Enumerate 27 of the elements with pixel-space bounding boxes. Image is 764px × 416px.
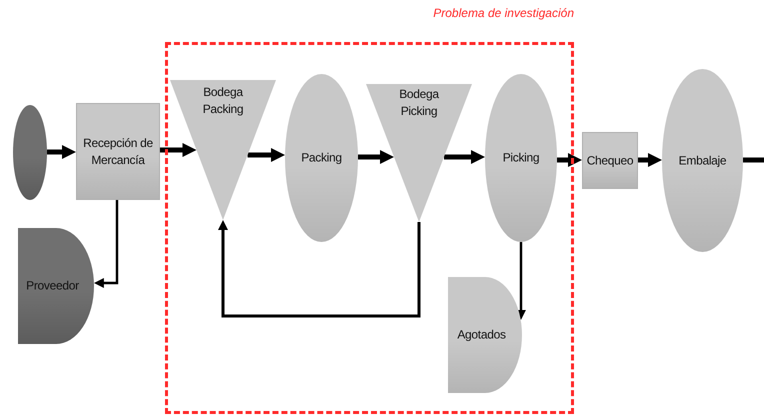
arrow: [358, 150, 394, 164]
storage-triangle: [170, 80, 276, 220]
arrow: [638, 153, 662, 167]
arrow: [444, 150, 485, 164]
arrow: [160, 143, 196, 157]
delay-shape: [18, 228, 94, 344]
arrow: [47, 145, 76, 159]
node-label: Chequeo: [586, 152, 634, 169]
arrow: [248, 148, 285, 162]
arrow: [557, 153, 582, 167]
delay-shape: [448, 277, 522, 393]
arrow: [218, 220, 420, 318]
region-title: Problema de investigación: [433, 6, 574, 20]
arrow: [94, 200, 118, 288]
node-label: Agotados: [456, 326, 507, 344]
connector: [743, 158, 764, 162]
node-label: Proveedor: [25, 278, 80, 294]
process-box: [76, 103, 160, 200]
node-label: Bodega Packing: [202, 84, 244, 118]
process-box: [582, 132, 638, 189]
node-label: Recepción de Mercancía: [82, 134, 154, 168]
arrow: [516, 242, 526, 320]
node-label: Embalaje: [678, 152, 728, 169]
node-label: Packing: [300, 150, 343, 166]
node-label: Picking: [502, 150, 540, 166]
node-label: Bodega Picking: [398, 86, 440, 120]
storage-triangle: [366, 84, 472, 222]
